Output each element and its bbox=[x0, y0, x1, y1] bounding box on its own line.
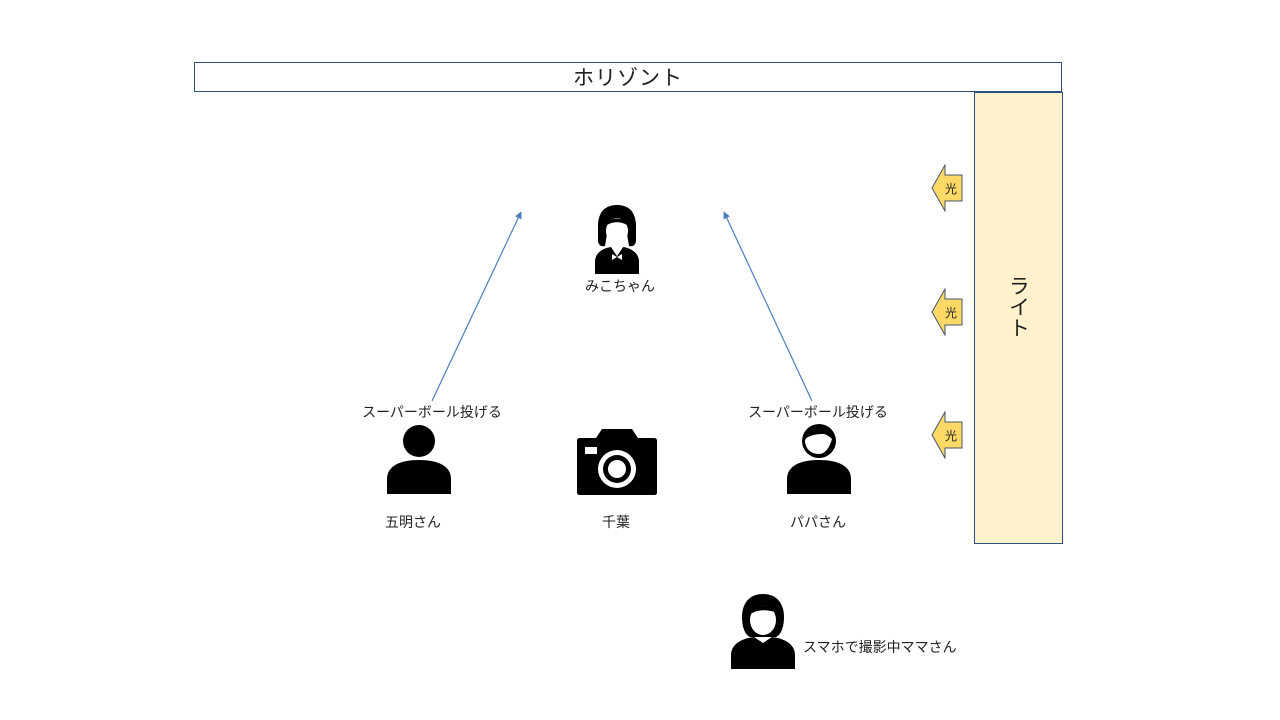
left-arrow-shape-icon bbox=[931, 411, 963, 459]
left-person-name: 五明さん bbox=[385, 515, 441, 531]
camera-person-name: 千葉 bbox=[602, 515, 630, 531]
right-throw-arrow bbox=[723, 211, 813, 402]
right-action-label: スーパーボール投げる bbox=[748, 405, 888, 421]
girl-name: みこちゃん bbox=[585, 279, 655, 295]
person-icon bbox=[386, 424, 452, 494]
horizont-label: ホリゾント bbox=[573, 66, 683, 90]
mama-name: スマホで撮影中ママさん bbox=[803, 640, 957, 656]
light-label: ライト bbox=[1006, 275, 1031, 338]
woman-icon bbox=[730, 593, 796, 669]
right-person-name: パパさん bbox=[790, 515, 846, 531]
light-ray-label: 光 bbox=[944, 428, 957, 443]
horizont-backdrop: ホリゾント bbox=[194, 62, 1062, 92]
man-icon bbox=[786, 422, 852, 494]
light-panel: ライト bbox=[974, 92, 1063, 544]
camera-icon bbox=[576, 428, 658, 496]
girl-icon bbox=[590, 204, 644, 274]
left-action-label: スーパーボール投げる bbox=[362, 405, 502, 421]
left-arrow-shape-icon bbox=[931, 164, 963, 212]
light-ray-1: 光 bbox=[931, 164, 963, 212]
left-throw-arrow bbox=[431, 211, 522, 402]
light-ray-2: 光 bbox=[931, 288, 963, 336]
light-ray-label: 光 bbox=[944, 181, 957, 196]
light-ray-label: 光 bbox=[944, 305, 957, 320]
left-arrow-shape-icon bbox=[931, 288, 963, 336]
light-ray-3: 光 bbox=[931, 411, 963, 459]
